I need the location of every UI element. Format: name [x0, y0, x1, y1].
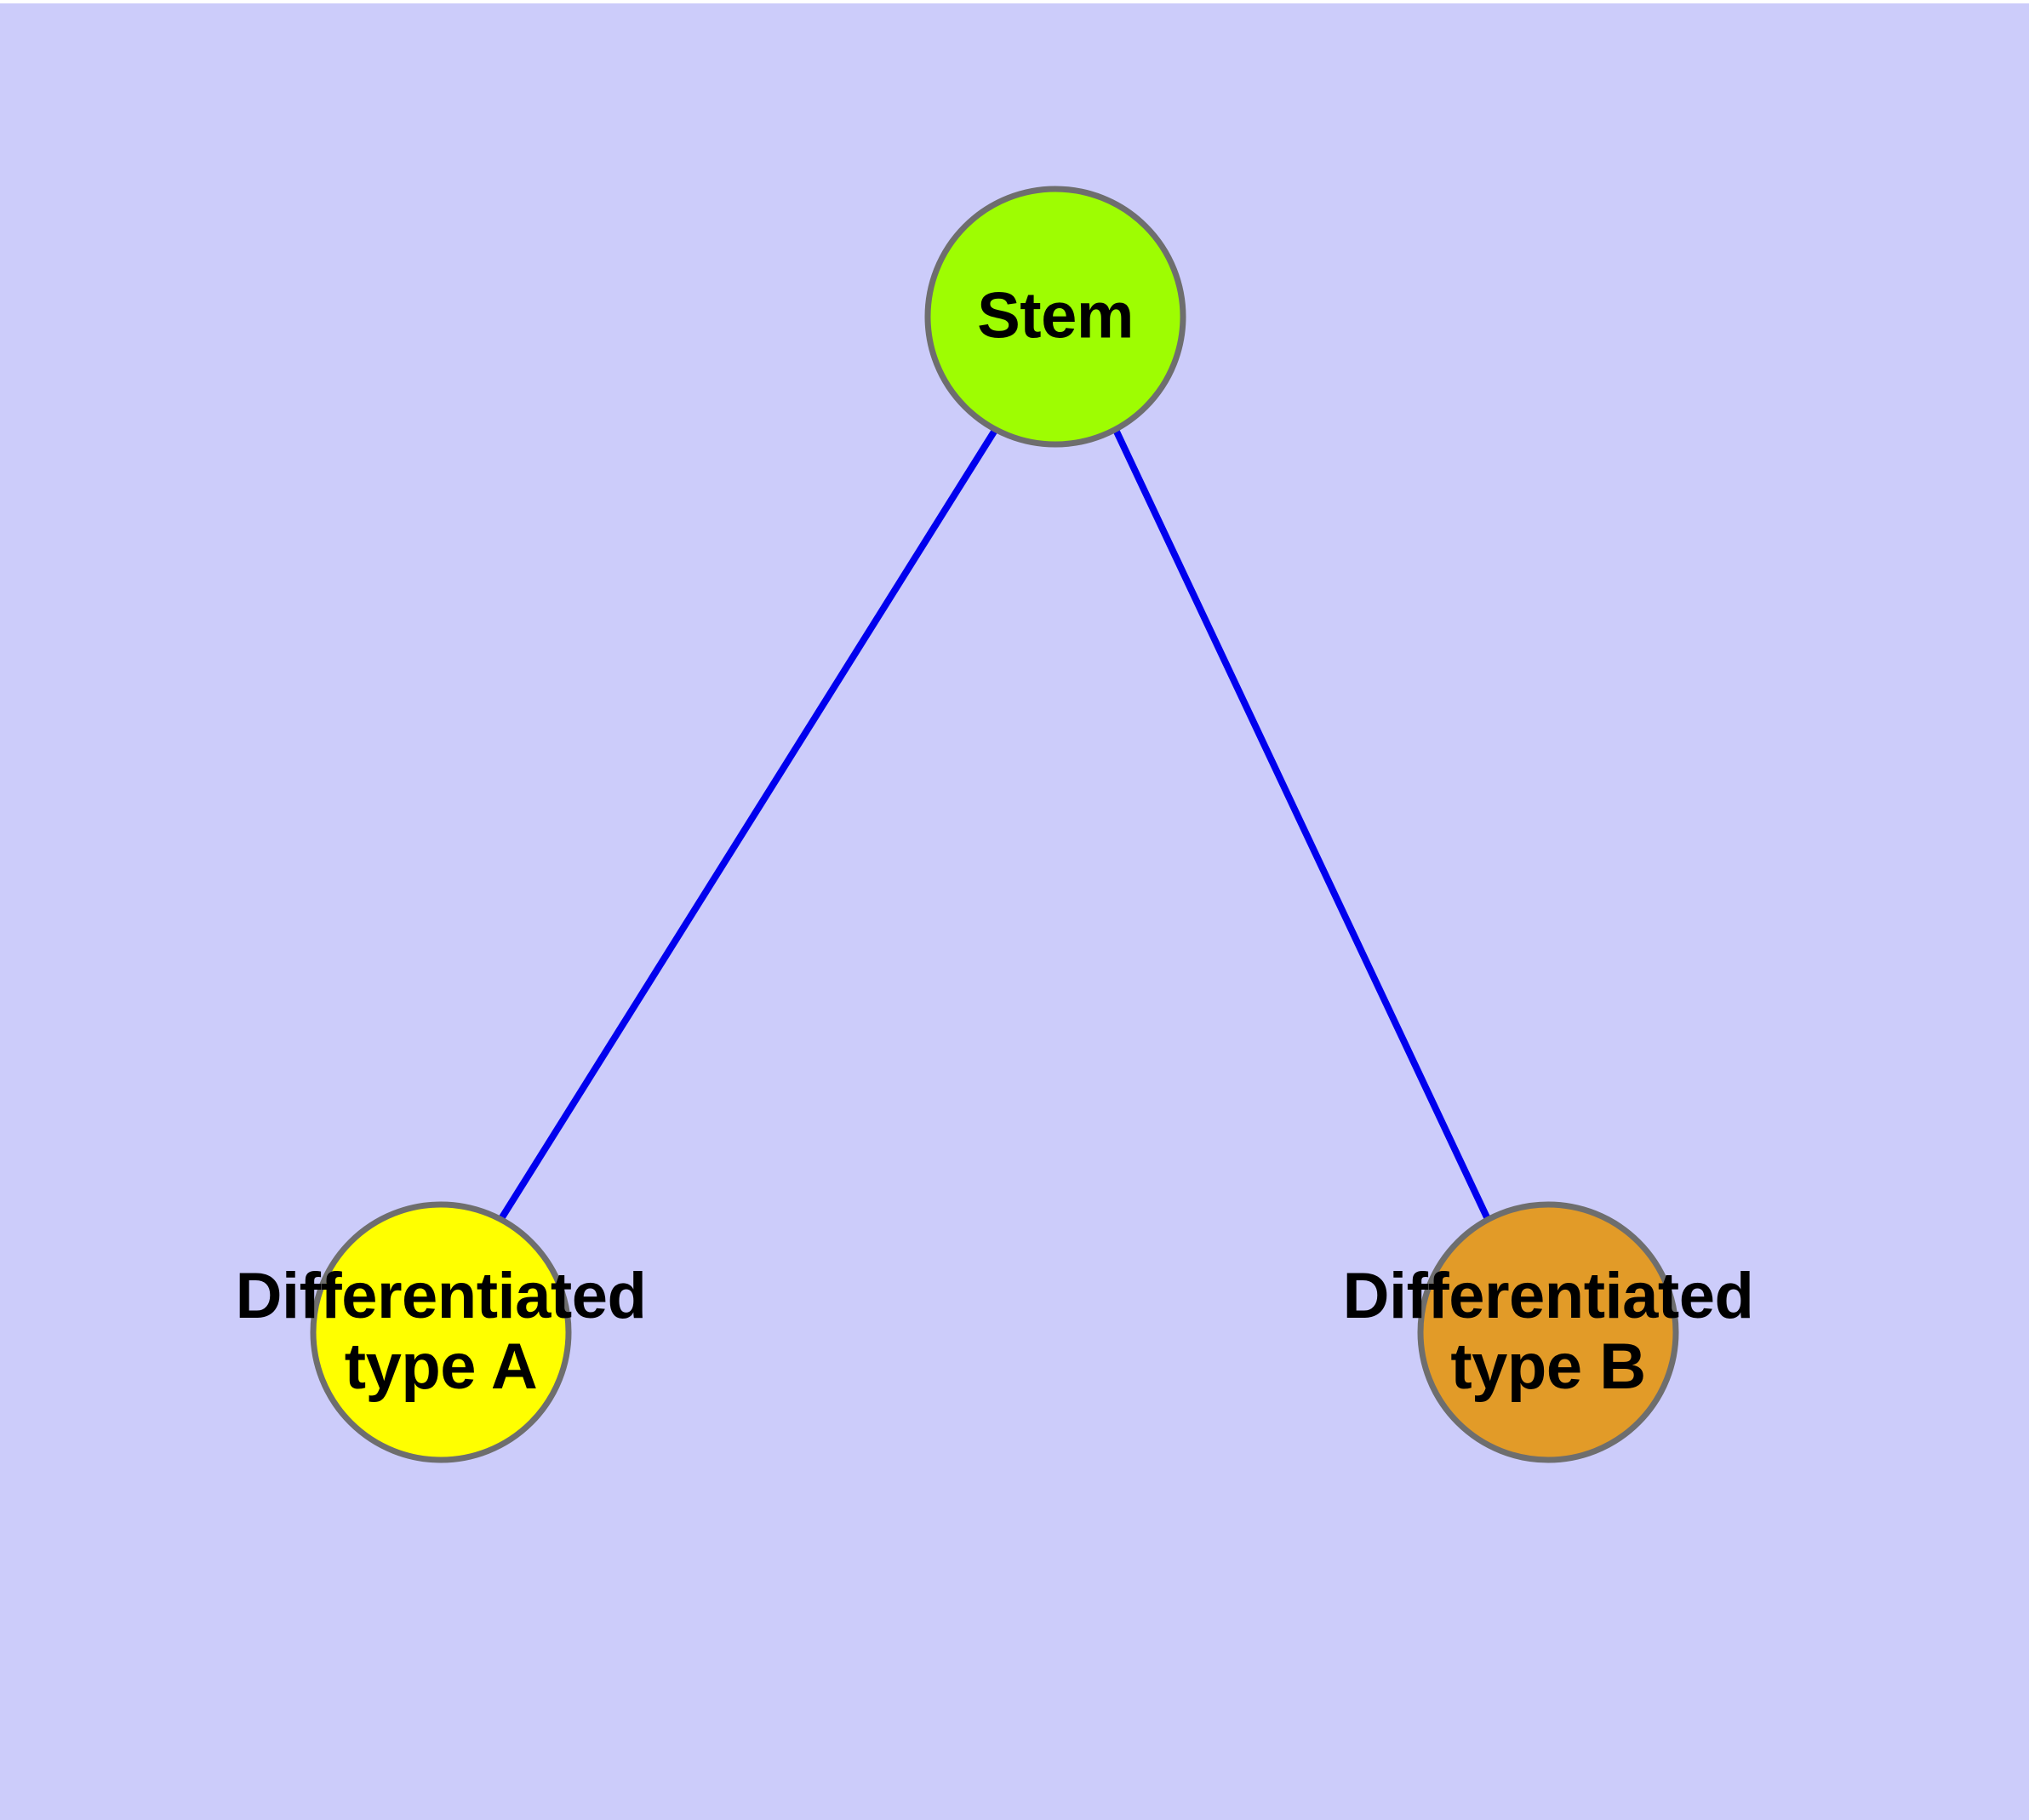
node-layer	[310, 186, 1679, 1463]
node-differentiated-type-a[interactable]	[310, 1201, 572, 1463]
edge-layer	[499, 429, 1490, 1220]
node-stem[interactable]	[924, 186, 1186, 448]
edge-stem-to-diff-a	[499, 429, 997, 1220]
edge-stem-to-diff-b	[1113, 430, 1490, 1219]
node-differentiated-type-b[interactable]	[1417, 1201, 1679, 1463]
